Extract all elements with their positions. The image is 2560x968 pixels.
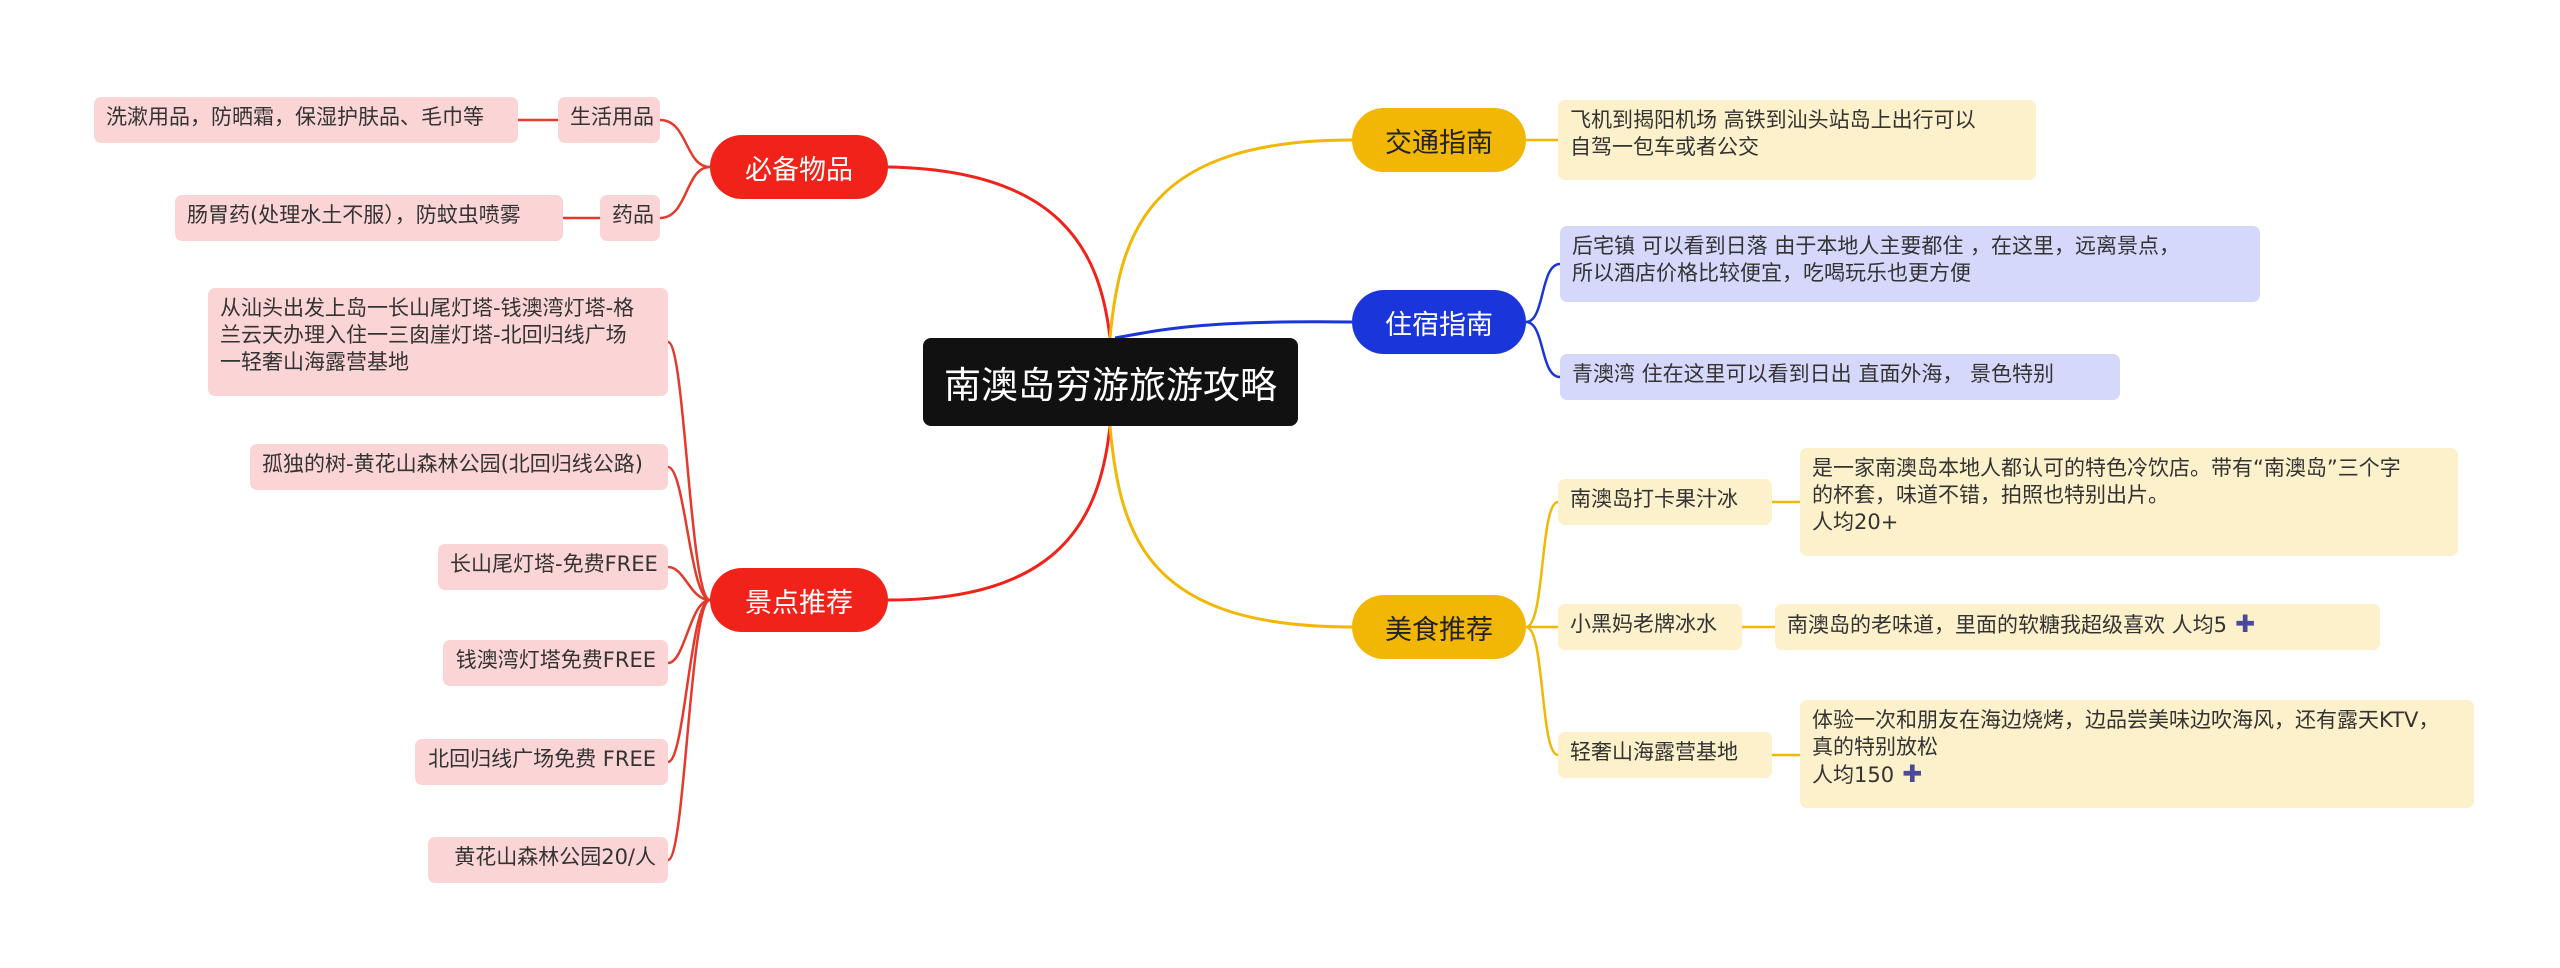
plus-icon[interactable]: ✚ (2235, 610, 2256, 638)
attraction-item-lonely-tree[interactable]: 孤独的树-黄花山森林公园(北回归线公路) (250, 444, 668, 490)
branch-lodging[interactable]: 住宿指南 (1352, 290, 1526, 354)
food-item-camp-label[interactable]: 轻奢山海露营基地 (1558, 732, 1772, 778)
branch-attractions[interactable]: 景点推荐 (710, 568, 888, 632)
essentials-daily-detail[interactable]: 洗漱用品，防晒霜，保湿护肤品、毛巾等 (94, 97, 518, 143)
food-item-camp-detail[interactable]: 体验一次和朋友在海边烧烤，边品尝美味边吹海风，还有露天KTV， 真的特别放松 人… (1800, 700, 2474, 808)
plus-icon[interactable]: ✚ (1902, 760, 1923, 788)
branch-essentials[interactable]: 必备物品 (710, 135, 888, 199)
food-item-juice-detail[interactable]: 是一家南澳岛本地人都认可的特色冷饮店。带有“南澳岛”三个字 的杯套，味道不错，拍… (1800, 448, 2458, 556)
attraction-item-qianaowan[interactable]: 钱澳湾灯塔免费FREE (443, 640, 668, 686)
lodging-item-qingaowan[interactable]: 青澳湾 住在这里可以看到日出 直面外海， 景色特别 (1560, 354, 2120, 400)
attraction-item-changshanwei[interactable]: 长山尾灯塔-免费FREE (438, 544, 668, 590)
lodging-item-houzhai[interactable]: 后宅镇 可以看到日落 由于本地人主要都住 ，在这里，远离景点， 所以酒店价格比较… (1560, 226, 2260, 302)
food-item-icewater-detail[interactable]: 南澳岛的老味道，里面的软糖我超级喜欢 人均5 ✚ (1775, 604, 2380, 650)
food-item-juice-label[interactable]: 南澳岛打卡果汁冰 (1558, 479, 1772, 525)
branch-transport[interactable]: 交通指南 (1352, 108, 1526, 172)
branch-food[interactable]: 美食推荐 (1352, 595, 1526, 659)
attraction-item-huanghuashan[interactable]: 黄花山森林公园20/人 (428, 837, 668, 883)
essentials-daily-label[interactable]: 生活用品 (558, 97, 660, 143)
transport-detail[interactable]: 飞机到揭阳机场 高铁到汕头站岛上出行可以 自驾一包车或者公交 (1558, 100, 2036, 180)
food-item-camp-text: 体验一次和朋友在海边烧烤，边品尝美味边吹海风，还有露天KTV， 真的特别放松 人… (1812, 708, 2440, 787)
essentials-medicine-label[interactable]: 药品 (600, 195, 660, 241)
attraction-item-route[interactable]: 从汕头出发上岛一长山尾灯塔-钱澳湾灯塔-格 兰云天办理入住一三囱崖灯塔-北回归线… (208, 288, 668, 396)
food-item-icewater-label[interactable]: 小黑妈老牌冰水 (1558, 604, 1742, 650)
attraction-item-tropic-square[interactable]: 北回归线广场免费 FREE (415, 739, 668, 785)
essentials-medicine-detail[interactable]: 肠胃药(处理水土不服），防蚊虫喷雾 (175, 195, 563, 241)
food-item-icewater-text: 南澳岛的老味道，里面的软糖我超级喜欢 人均5 (1787, 613, 2228, 637)
root-topic[interactable]: 南澳岛穷游旅游攻略 (923, 338, 1298, 426)
